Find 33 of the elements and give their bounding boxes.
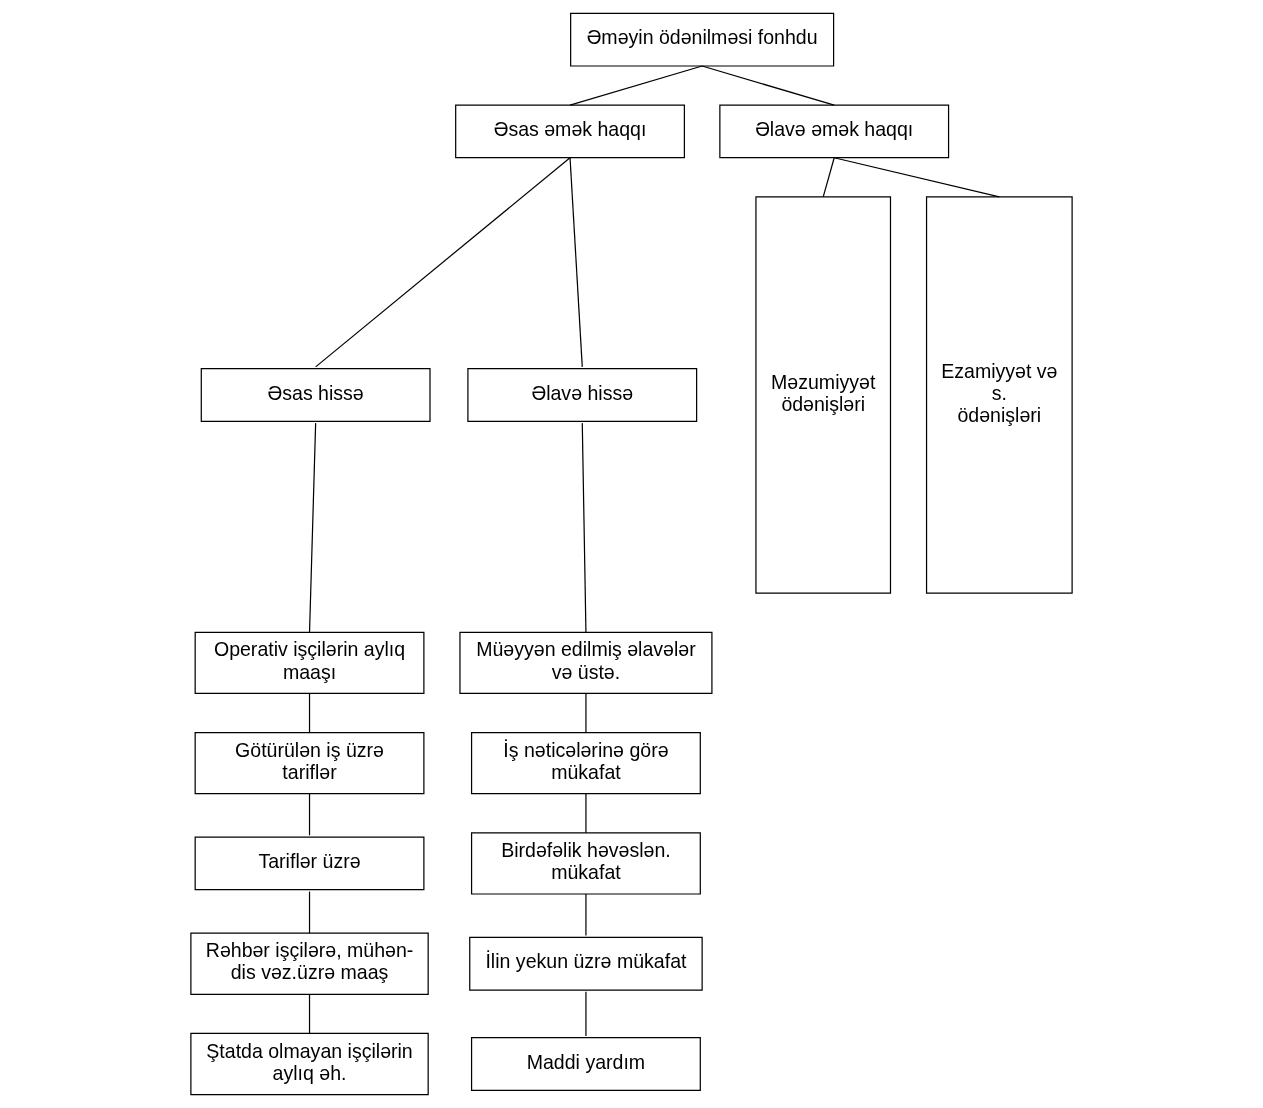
connector (315, 157, 571, 368)
connector (308, 793, 311, 836)
node-box: Məzumiyyət ödənişləri (755, 196, 892, 594)
node-box: İş nəticələrinə görə mükafat (470, 731, 701, 795)
connector (585, 991, 587, 1037)
connector (308, 692, 311, 734)
node-box: Əməyin ödənilməsi fonhdu (570, 12, 835, 67)
connector (581, 422, 587, 633)
node-box: Əlavə əmək haqqı (719, 104, 950, 159)
node-box: Əlavə hissə (467, 368, 698, 422)
node-box: Operativ işçilərin aylıq maaşı (194, 631, 425, 695)
node-box: Götürülən iş üzrə tariflər (194, 731, 425, 795)
connector (585, 893, 587, 937)
connector (569, 65, 703, 106)
node-box: Ezamiyyət və s. ödənişləri (925, 196, 1073, 594)
connector (833, 157, 1000, 198)
connector (569, 157, 583, 368)
node-box: Müəyyən edilmiş əlavələr və üstə. (459, 631, 713, 695)
node-box: Tariflər üzrə (194, 836, 425, 891)
node-box: Əsas əmək haqqı (455, 104, 685, 159)
node-box: Maddi yardım (470, 1037, 701, 1091)
connector (585, 692, 587, 734)
node-box: Ştatda olmayan işçilərin aylıq əh. (190, 1032, 429, 1096)
node-box: Rəhbər işçilərə, mühən- dis vəz.üzrə maaş (190, 932, 429, 995)
connector (585, 793, 587, 834)
node-box: Əsas hissə (200, 368, 431, 422)
connector (308, 890, 311, 934)
node-box: İlin yekun üzrə mükafat (469, 936, 703, 991)
connector (701, 65, 835, 106)
connector (308, 993, 311, 1035)
connector (822, 157, 835, 198)
node-box: Birdəfəlik həvəslən. mükafat (470, 832, 701, 895)
connector (308, 422, 317, 633)
